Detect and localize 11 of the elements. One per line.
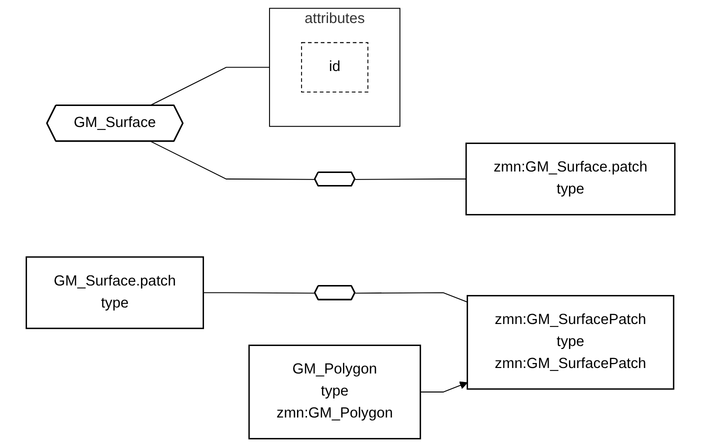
connector — [355, 178, 467, 180]
connector — [150, 66, 270, 106]
node-box: zmn:GM_Surface.patch type — [466, 142, 676, 216]
connector — [355, 292, 468, 303]
node-box: GM_Polygon type zmn:GM_Polygon — [248, 344, 422, 440]
node-box: zmn:GM_SurfacePatch type zmn:GM_SurfacePatch — [467, 294, 675, 390]
node-box: id — [302, 42, 369, 93]
connector — [203, 292, 316, 294]
node-box: GM_Surface.patch type — [26, 256, 204, 330]
connector — [150, 141, 316, 180]
arrow — [420, 381, 468, 392]
